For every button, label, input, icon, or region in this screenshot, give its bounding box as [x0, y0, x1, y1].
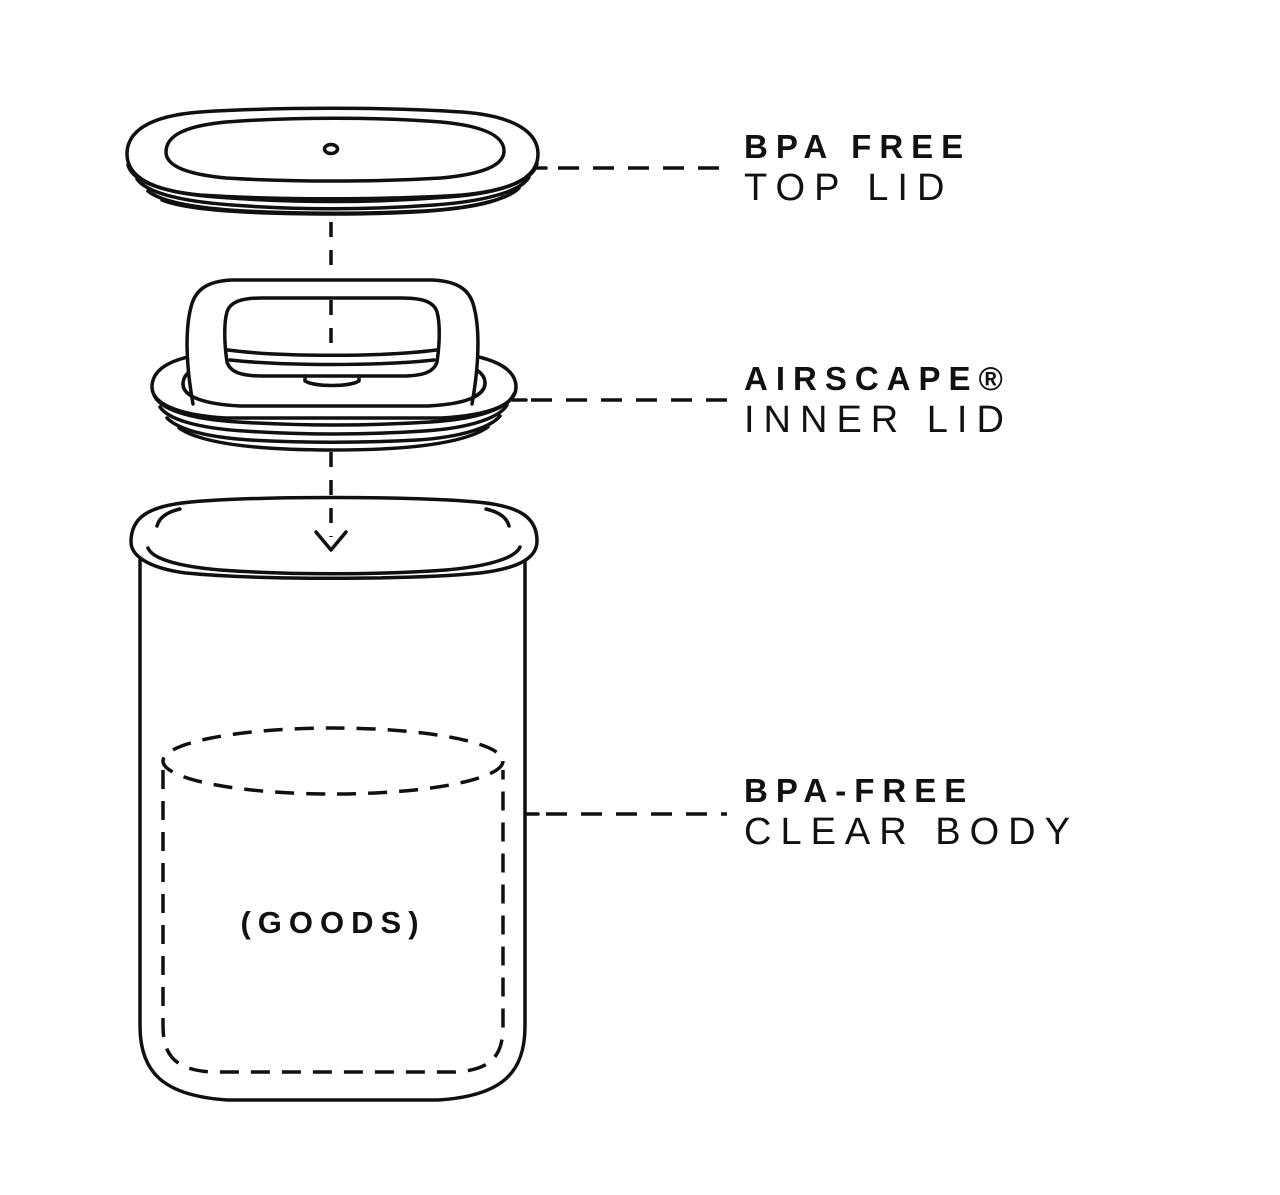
inner-lid-ring-3 [165, 414, 502, 444]
down-arrow-icon [314, 530, 348, 552]
label-top-lid-light: TOP LID [744, 167, 954, 209]
label-clear-body: BPA-FREE CLEAR BODY [744, 770, 1079, 852]
inner-lid-ring-2 [158, 403, 509, 436]
top-lid-face-inset [164, 116, 506, 183]
label-top-lid-bold: BPA FREE [744, 128, 972, 165]
goods-top-ellipse [161, 726, 505, 796]
top-lid-vent-dot [322, 142, 340, 156]
label-top-lid: BPA FREE TOP LID [744, 126, 971, 208]
goods-sides-bottom [161, 770, 505, 1074]
handle-grip-line-2 [228, 358, 436, 367]
inner-lid-plate-front-edge [181, 381, 487, 408]
body-rim [129, 495, 539, 580]
handle-center-tab [303, 374, 361, 388]
top-lid-drawing [125, 106, 540, 216]
handle-grip-line-1 [226, 348, 438, 357]
label-inner-lid-light: INNER LID [744, 399, 1013, 441]
label-inner-lid-bold: AIRSCAPE® [744, 360, 1011, 397]
inner-lid-ring-4 [177, 425, 490, 452]
container-body-drawing [129, 495, 539, 1102]
goods-label: (GOODS) [240, 905, 426, 940]
handle-outline [185, 278, 480, 406]
inner-lid-drawing [150, 278, 518, 452]
inner-lid-ring-1 [152, 392, 516, 427]
body-walls [138, 558, 527, 1102]
top-lid-ring-2 [135, 175, 531, 211]
label-clear-body-bold: BPA-FREE [744, 772, 975, 809]
top-lid-ring-4 [160, 195, 505, 216]
label-clear-body-light: CLEAR BODY [744, 811, 1079, 853]
body-rim-corner-arc-left [155, 507, 182, 528]
body-rim-corner-arc-right [484, 507, 511, 528]
body-rim-inner-bottom [146, 545, 522, 576]
label-inner-lid: AIRSCAPE® INNER LID [744, 358, 1013, 440]
goods-dashed-outline [161, 726, 505, 1074]
